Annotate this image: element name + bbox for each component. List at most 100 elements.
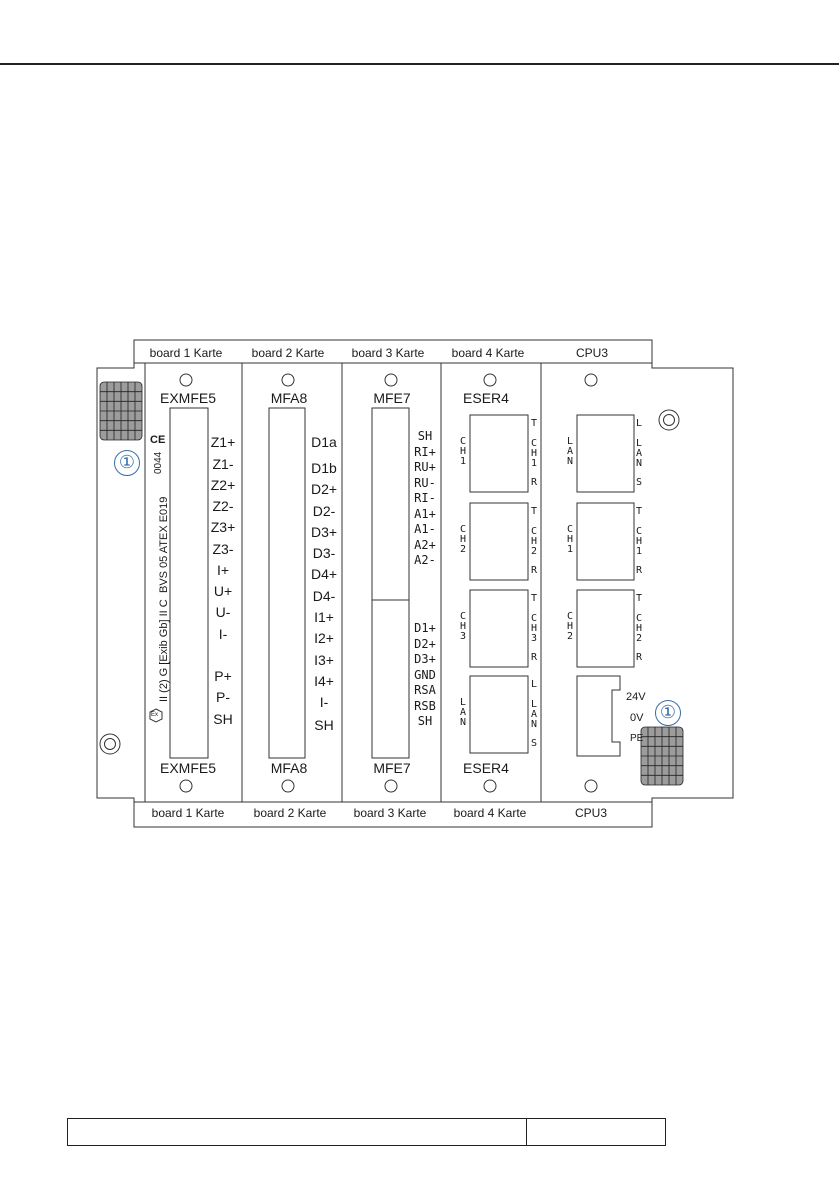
terminal-label-mfe7: D2+ xyxy=(414,636,436,651)
slot-label-bottom-1: board 1 Karte xyxy=(151,806,225,820)
terminal-label-exmfe5: Z2- xyxy=(212,498,234,514)
ex-symbol-text: Ex xyxy=(151,712,159,718)
port-label-cpu3: S xyxy=(635,477,643,488)
port-box-eser4-ch3 xyxy=(469,589,529,668)
mounting-holes xyxy=(179,373,598,793)
port-label-eser4: R xyxy=(530,565,538,576)
slot-label-bottom-3: board 3 Karte xyxy=(353,806,427,820)
terminal-label-mfa8: I2+ xyxy=(314,630,334,646)
module-name-bottom-2: MFA8 xyxy=(270,760,308,776)
port-label-eser4: CH3 xyxy=(530,613,538,644)
port-label-eser4: CH2 xyxy=(459,524,467,555)
power-label-pe: PE xyxy=(630,733,644,744)
terminal-label-exmfe5: Z1+ xyxy=(210,434,236,450)
port-label-cpu3: T xyxy=(635,593,643,604)
terminal-label-mfe7: SH xyxy=(417,429,433,443)
ce-number: 0044 xyxy=(153,451,164,474)
terminal-label-exmfe5: P- xyxy=(216,689,230,705)
module-name-bottom-4: ESER4 xyxy=(463,760,509,776)
terminal-label-mfa8: D1b xyxy=(311,460,337,476)
terminal-label-mfe7: A2- xyxy=(414,553,436,567)
terminal-label-mfa8: D2+ xyxy=(310,481,338,497)
port-label-cpu3: CH1 xyxy=(635,526,643,557)
port-label-eser4: T xyxy=(530,418,538,429)
module-name-bottom-1: EXMFE5 xyxy=(159,760,217,776)
port-label-cpu3: CH1 xyxy=(566,524,574,555)
terminal-label-mfe7: RSB xyxy=(414,698,436,713)
terminal-label-exmfe5: U+ xyxy=(213,583,233,599)
power-label-0v: 0V xyxy=(630,712,644,724)
terminal-label-mfa8: D3+ xyxy=(310,524,338,540)
power-label-24v: 24V xyxy=(626,691,646,703)
slot-label-top-3: board 3 Karte xyxy=(351,346,425,360)
port-box-cpu3-ch2 xyxy=(576,589,635,668)
port-label-eser4: R xyxy=(530,477,538,488)
port-label-eser4: CH2 xyxy=(530,526,538,557)
slot-label-bottom-4: board 4 Karte xyxy=(453,806,527,820)
callout-marker-left: ① xyxy=(114,450,140,476)
terminal-label-mfa8: I4+ xyxy=(314,673,334,689)
module-name-top-2: MFA8 xyxy=(270,390,308,406)
header-rule xyxy=(0,63,839,65)
port-label-eser4: T xyxy=(530,506,538,517)
terminal-label-mfe7: RU+ xyxy=(414,460,436,474)
terminal-label-mfe7: SH xyxy=(417,714,433,728)
screw-holes xyxy=(99,409,680,755)
terminal-label-mfe7: A1- xyxy=(414,522,436,536)
terminal-label-mfe7: D3+ xyxy=(414,652,436,666)
footer-separator xyxy=(526,1119,528,1145)
terminal-label-mfa8: D3- xyxy=(312,545,336,561)
slot-label-top-4: board 4 Karte xyxy=(451,346,525,360)
port-label-eser4: T xyxy=(530,593,538,604)
port-label-cpu3: L xyxy=(635,418,643,429)
slot-label-top-1: board 1 Karte xyxy=(149,346,223,360)
ex-symbol-icon xyxy=(149,708,163,723)
ex-marking: II (2) G [Exib Gb] II C xyxy=(158,599,170,702)
port-label-eser4: LAN xyxy=(530,699,538,730)
port-label-eser4: S xyxy=(530,738,538,749)
terminal-label-mfe7: RI- xyxy=(414,491,436,505)
grid-patch-right xyxy=(640,726,684,786)
terminal-label-exmfe5: Z3+ xyxy=(210,519,236,535)
port-box-eser4-ch1 xyxy=(469,414,529,493)
terminal-strip-mfa8 xyxy=(268,407,306,759)
slot-label-bottom-5: CPU3 xyxy=(574,806,608,820)
port-box-cpu3-lan xyxy=(576,414,635,493)
module-name-bottom-3: MFE7 xyxy=(373,760,411,776)
terminal-label-mfa8: I1+ xyxy=(314,609,334,625)
port-label-eser4: CH1 xyxy=(459,436,467,467)
terminal-label-mfa8: D4+ xyxy=(310,566,338,582)
terminal-label-exmfe5: I+ xyxy=(216,562,230,578)
terminal-label-mfa8: D1a xyxy=(311,434,337,450)
terminal-label-exmfe5: I- xyxy=(218,626,228,642)
port-label-cpu3: R xyxy=(635,652,643,663)
atex-certificate: BVS 05 ATEX E019 xyxy=(158,496,170,593)
port-label-eser4: CH1 xyxy=(530,438,538,469)
port-label-eser4: CH3 xyxy=(459,611,467,642)
port-label-cpu3: CH2 xyxy=(566,611,574,642)
port-label-cpu3: LAN xyxy=(635,438,643,469)
grid-patch-left xyxy=(99,381,143,441)
slot-label-bottom-2: board 2 Karte xyxy=(253,806,327,820)
module-name-top-1: EXMFE5 xyxy=(159,390,217,406)
terminal-label-mfa8: D4- xyxy=(312,588,336,604)
terminal-label-mfe7: A2+ xyxy=(414,537,436,552)
terminal-label-mfe7: A1+ xyxy=(414,506,436,521)
terminal-label-mfe7: GND xyxy=(414,667,436,682)
port-box-eser4-ch2 xyxy=(469,502,529,581)
port-label-eser4: L xyxy=(530,679,538,690)
port-box-eser4-lan xyxy=(469,675,529,754)
terminal-label-mfa8: I3+ xyxy=(314,652,334,668)
terminal-label-exmfe5: Z2+ xyxy=(210,477,236,493)
port-label-cpu3: T xyxy=(635,506,643,517)
terminal-label-exmfe5: SH xyxy=(213,711,233,727)
terminal-strip-mfe7 xyxy=(371,407,410,759)
terminal-label-mfa8: I- xyxy=(319,694,329,710)
port-label-cpu3: CH2 xyxy=(635,613,643,644)
port-label-cpu3: R xyxy=(635,565,643,576)
power-connector xyxy=(576,675,621,757)
port-label-cpu3: LAN xyxy=(566,436,574,467)
terminal-strip-exmfe5 xyxy=(169,407,209,759)
terminal-label-exmfe5: U- xyxy=(215,604,231,620)
